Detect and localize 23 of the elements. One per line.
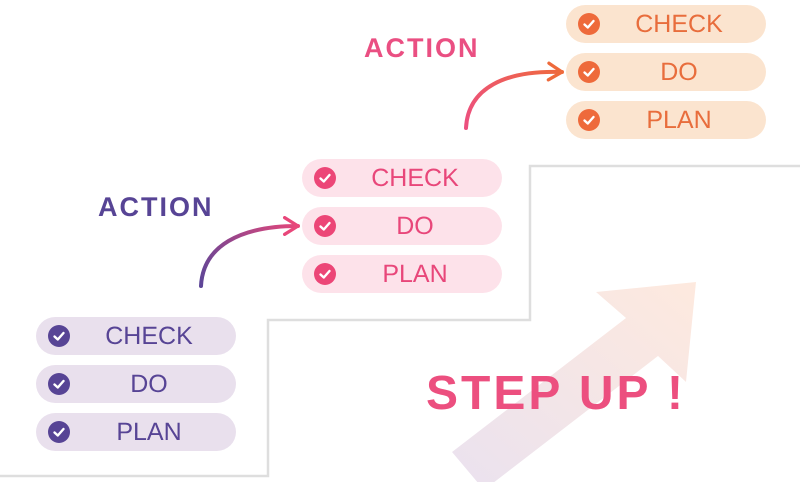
step-label: CHECK	[370, 166, 460, 190]
step-label: DO	[659, 60, 699, 84]
slogan-text: STEP UP !	[426, 370, 686, 418]
step-pill	[566, 5, 766, 43]
action-label: ACTION	[98, 194, 214, 221]
step-label: CHECK	[634, 12, 724, 36]
curved-arrow	[464, 62, 564, 130]
step-pill	[36, 317, 236, 355]
step-label: DO	[395, 214, 435, 238]
step-pill	[302, 255, 502, 293]
step-pill	[302, 159, 502, 197]
action-label: ACTION	[364, 35, 480, 62]
step-pill	[566, 53, 766, 91]
step-label: DO	[129, 372, 169, 396]
curved-arrow	[199, 216, 300, 288]
step-pill	[302, 207, 502, 245]
step-pill	[566, 101, 766, 139]
step-label: PLAN	[381, 262, 449, 286]
step-label: PLAN	[115, 420, 183, 444]
step-pill	[36, 365, 236, 403]
step-label: PLAN	[645, 108, 713, 132]
step-pill	[36, 413, 236, 451]
step-label: CHECK	[104, 324, 194, 348]
